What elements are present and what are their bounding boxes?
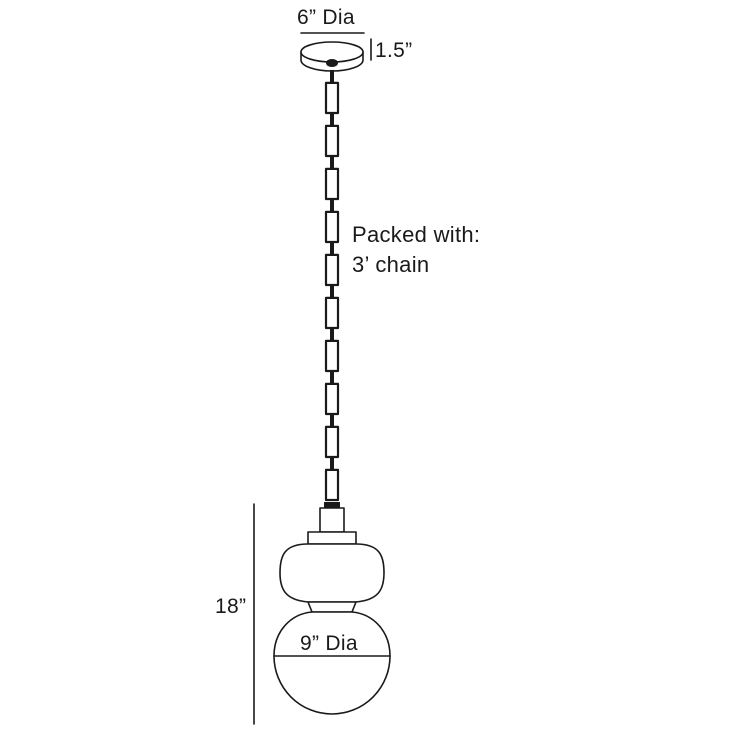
chain-connector — [330, 457, 334, 470]
packing-note-line2: 3’ chain — [352, 252, 430, 277]
globe-diameter-label: 9” Dia — [300, 632, 358, 655]
canopy-height-label: 1.5” — [375, 39, 413, 62]
chain-connector — [330, 242, 334, 255]
chain-link — [324, 124, 340, 158]
chain-link — [324, 468, 340, 502]
canopy — [300, 41, 364, 72]
chain-connector — [330, 156, 334, 169]
neck-ring — [307, 601, 357, 613]
globe — [273, 611, 391, 715]
packing-note-line1: Packed with: — [352, 222, 481, 247]
chain-link — [324, 81, 340, 115]
chain — [324, 70, 340, 502]
canopy-diameter-label: 6” Dia — [297, 6, 355, 29]
chain-connector — [330, 414, 334, 427]
chain-connector — [330, 70, 334, 83]
chain-link — [324, 210, 340, 244]
chain-link — [324, 167, 340, 201]
chain-connector — [330, 285, 334, 298]
chain-link — [324, 253, 340, 287]
packing-note: Packed with: 3’ chain — [352, 220, 480, 280]
chain-connector — [330, 328, 334, 341]
chain-connector — [330, 113, 334, 126]
chain-link — [324, 296, 340, 330]
socket-cap — [307, 502, 357, 545]
overall-height-label: 18” — [215, 595, 247, 618]
chain-connector — [330, 199, 334, 212]
upper-shade — [279, 543, 385, 603]
chain-link — [324, 425, 340, 459]
chain-connector — [330, 371, 334, 384]
chain-link — [324, 382, 340, 416]
chain-link — [324, 339, 340, 373]
